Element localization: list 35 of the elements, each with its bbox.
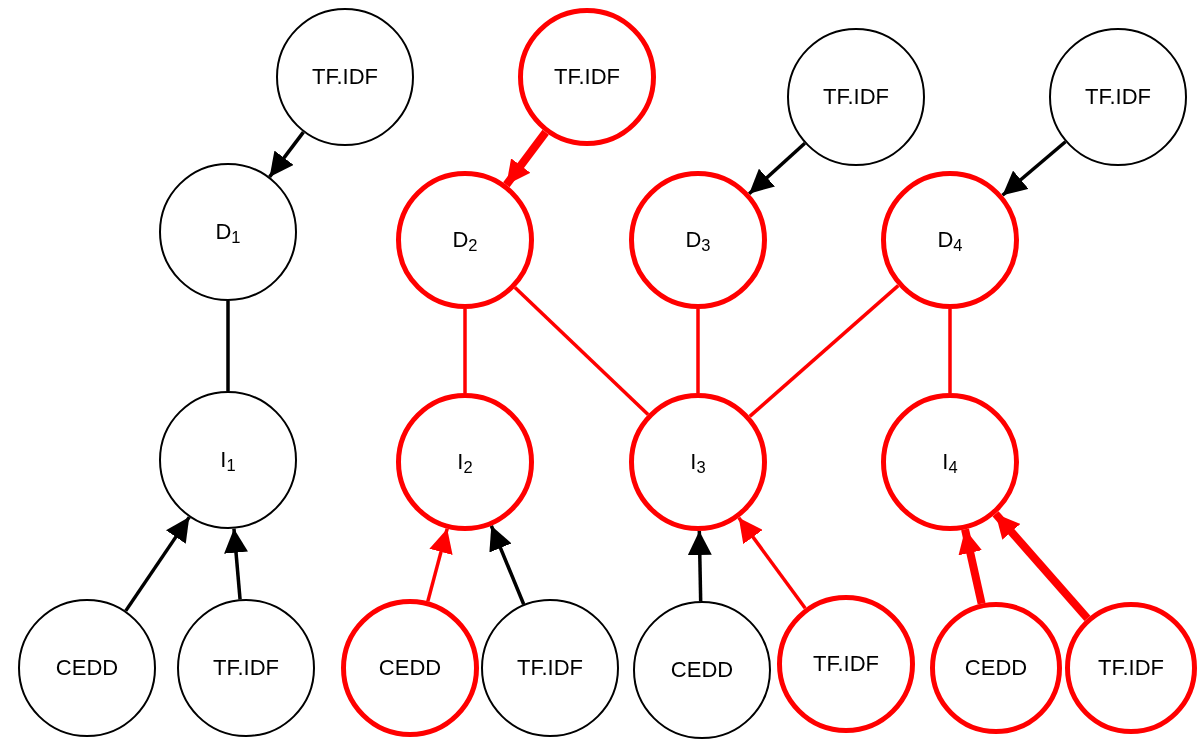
node-label: I$_{2}$: [457, 451, 473, 473]
node-label: CEDD: [378, 657, 442, 679]
arrow: [737, 516, 807, 610]
arrow: [1001, 140, 1067, 197]
arrow: [268, 131, 305, 178]
node-label: D$_{4}$: [937, 229, 963, 251]
arrow: [224, 528, 248, 600]
node-label: D$_{2}$: [452, 229, 478, 251]
node-label: CEDD: [55, 657, 119, 679]
node-label: I$_{4}$: [942, 451, 958, 473]
arrow: [992, 511, 1091, 622]
connector-line: [513, 286, 650, 416]
node-label: TF.IDF: [213, 657, 279, 679]
connector-line: [948, 309, 952, 393]
node-label: CEDD: [964, 657, 1028, 679]
node-label: D$_{3}$: [685, 229, 711, 251]
node-label: TF.IDF: [312, 66, 378, 88]
arrow: [503, 129, 549, 188]
node-label: D$_{1}$: [215, 221, 241, 243]
node-label: CEDD: [670, 659, 734, 681]
arrow: [687, 530, 712, 602]
node-label: TF.IDF: [1085, 86, 1151, 108]
node-label: TF.IDF: [554, 66, 620, 88]
connector-line: [696, 309, 700, 393]
node-label: TF.IDF: [517, 657, 583, 679]
node-label: I$_{1}$: [220, 449, 236, 471]
connector-line: [463, 309, 467, 393]
node-label: TF.IDF: [813, 653, 879, 675]
arrow: [748, 142, 806, 195]
arrow: [124, 516, 191, 612]
node-label: TF.IDF: [1098, 657, 1164, 679]
connector-line: [748, 284, 900, 418]
node-label: I$_{3}$: [690, 451, 706, 473]
node-label: TF.IDF: [823, 86, 889, 108]
connector-line: [226, 301, 230, 391]
